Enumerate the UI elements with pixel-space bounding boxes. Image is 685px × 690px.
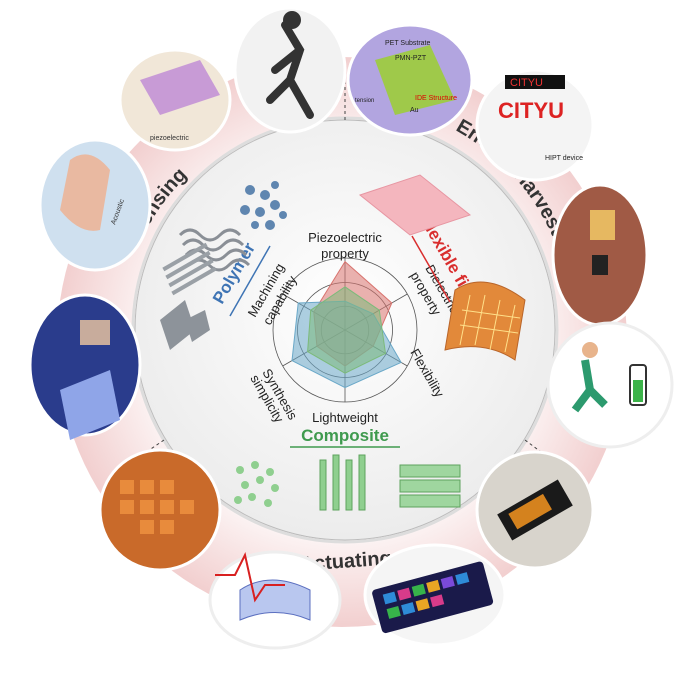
axis-label-lightweight: Lightweight (312, 410, 378, 425)
photo-runner-battery (546, 321, 674, 449)
axis-label-piezoelectric-2: property (321, 246, 369, 261)
polymer-layers-icon (162, 242, 217, 296)
axis-label-piezoelectric-1: Piezoelectric (308, 230, 382, 245)
photo-orange-array (98, 448, 222, 572)
photo-skin-patch (28, 293, 142, 440)
photo-finger-sensor: Acoustic (38, 138, 152, 272)
photo-tablet (363, 543, 507, 647)
electrode-film-icon (444, 281, 526, 361)
hipt-text: HIPT device (545, 155, 583, 162)
photo-grid-sensor: piezoelectric (118, 48, 232, 152)
pink-film-icon (358, 174, 472, 236)
photo-runner (233, 6, 347, 134)
composite-particles-icon (234, 461, 279, 507)
composite-layers-icon (399, 464, 461, 508)
polymer-blocks-icon (160, 300, 210, 350)
cityu-led-text: CITYU (510, 77, 543, 89)
ide-text: IDE Structure (415, 95, 457, 102)
film-underline (411, 235, 451, 303)
polymer-underline (229, 245, 271, 317)
cityu-wire-text: CITYU (498, 98, 564, 123)
photo-wave-grid (208, 550, 342, 650)
composite-rods-icon (319, 454, 366, 511)
material-composite: Composite (301, 426, 389, 445)
photo-cityu-display: CITYU CITYU HIPT device (475, 68, 595, 182)
photo-implant (551, 183, 649, 327)
radar-chart (272, 257, 418, 403)
pmn-pzt-text: PMN-PZT (395, 55, 427, 62)
tension-text: tension (355, 98, 374, 104)
au-text: Au (410, 107, 419, 114)
photo-actuator-strip (475, 450, 595, 570)
pet-substrate-text: PET Substrate (385, 40, 431, 47)
polymer-particles-icon (240, 181, 287, 230)
piezo-text: piezoelectric (150, 135, 189, 142)
photo-pmn-pzt-device: PET Substrate PMN-PZT IDE Structure Au t… (346, 23, 474, 137)
radar-series-2 (307, 286, 387, 374)
